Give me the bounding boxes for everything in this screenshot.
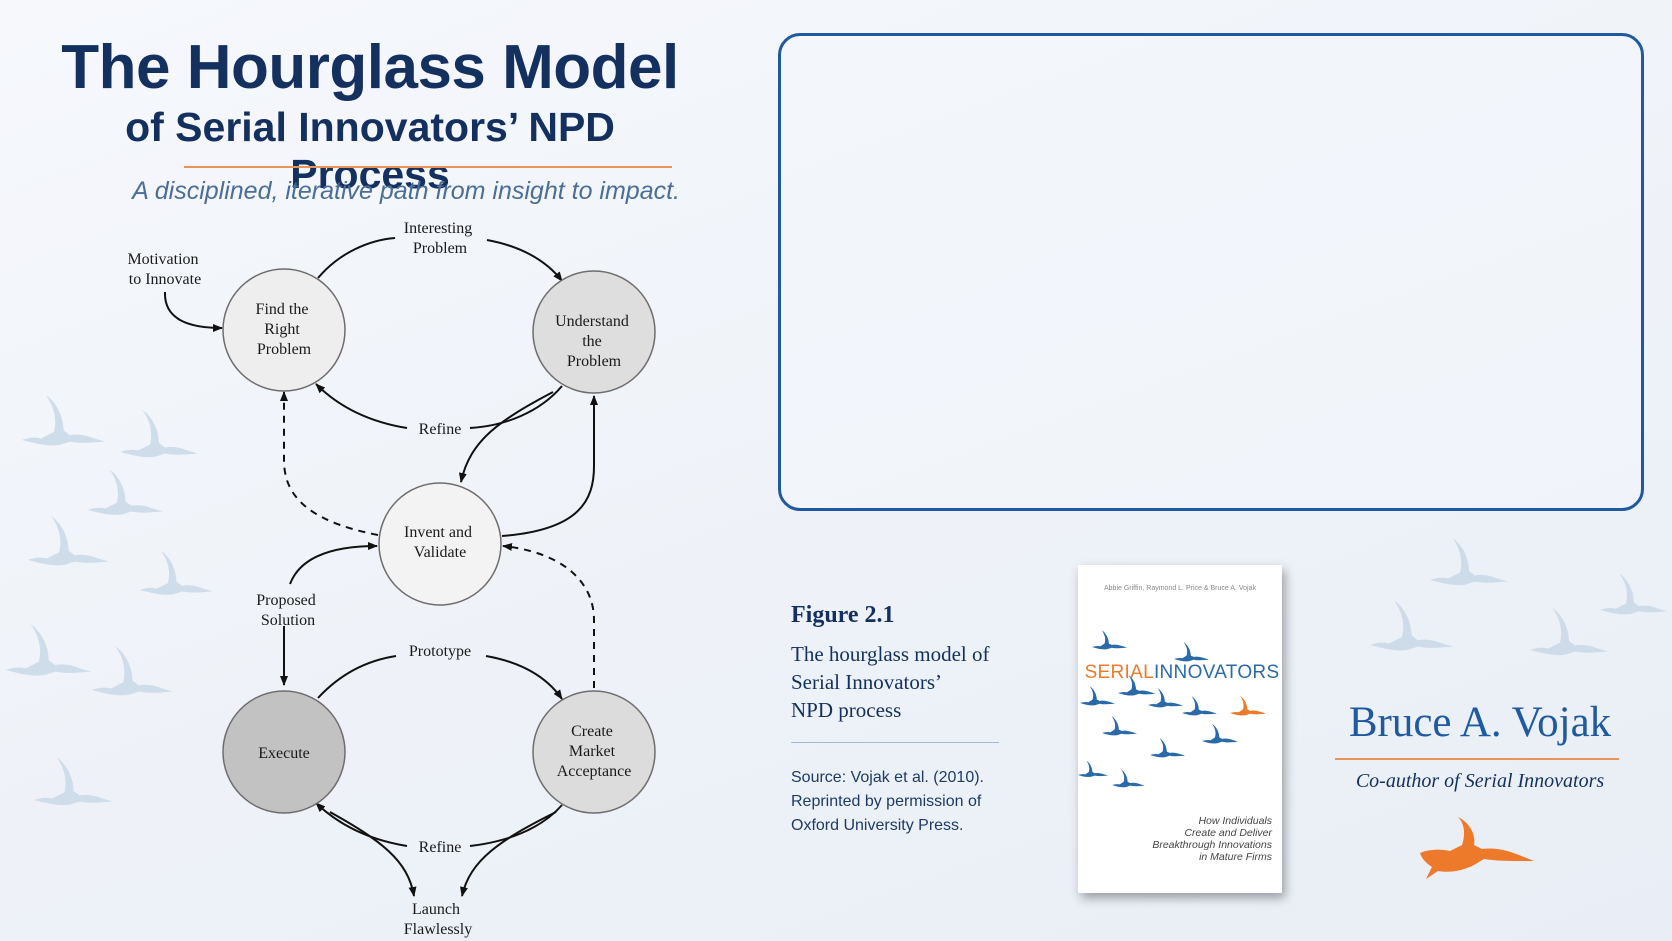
book-title: SERIALINNOVATORS [1084, 662, 1280, 684]
figure-source: Source: Vojak et al. (2010). Reprinted b… [791, 766, 1011, 838]
author-name: Bruce A. Vojak [1348, 699, 1612, 746]
book-title-part2: INNOVATORS [1153, 662, 1280, 683]
arrow-execute-to-prototype [317, 655, 397, 699]
figure-description-line: NPD process [791, 698, 902, 722]
arrow-refine-to-execute [315, 802, 408, 847]
crane-bird-icon [1112, 769, 1145, 788]
title-divider [184, 166, 672, 168]
tagline: A disciplined, iterative path from insig… [132, 177, 680, 205]
node-find-label-1: Find the [256, 301, 309, 318]
node-understand-problem [532, 270, 656, 394]
label-refine-top: Refine [419, 421, 462, 438]
svg-text:Launch Flawlessly: Launch Flawlessly [404, 901, 472, 938]
content-frame [778, 33, 1644, 511]
crane-bird-icon [1182, 696, 1217, 716]
arrow-invent-to-understand [501, 395, 598, 537]
crane-bird-icon [1092, 630, 1127, 650]
author-divider [1335, 758, 1619, 760]
label-proposed-2: Solution [261, 612, 315, 629]
crane-bird-icon [1600, 573, 1668, 615]
arrow-interesting-to-understand [486, 239, 563, 282]
book-title-part1: SERIAL [1084, 662, 1154, 683]
node-create-label-2: Market [569, 743, 616, 760]
book-subtitle: How Individuals Create and Deliver Break… [1152, 815, 1272, 863]
label-interesting-1: Interesting [404, 220, 472, 237]
book-authors: Abbie Griffin, Raymond L. Price & Bruce … [1103, 585, 1256, 592]
arrow-create-to-launch [460, 811, 557, 897]
node-understand-label-2: the [582, 333, 602, 350]
node-create-label-3: Acceptance [557, 763, 632, 780]
hourglass-diagram: Find the Right Problem Understand the Pr… [127, 220, 656, 938]
svg-text:Proposed Solution: Proposed Solution [256, 592, 320, 629]
source-label: Source: [791, 769, 847, 786]
label-refine-bottom: Refine [419, 839, 462, 856]
page-title: The Hourglass Model [61, 33, 679, 102]
book-cover: Abbie Griffin, Raymond L. Price & Bruce … [1078, 565, 1282, 893]
crane-bird-icon [1530, 608, 1608, 656]
node-execute-label: Execute [258, 745, 310, 762]
arrow-create-refine [469, 804, 563, 847]
author-role: Co-author of Serial Innovators [1355, 770, 1605, 792]
node-invent-label-1: Invent and [404, 524, 472, 541]
crane-bird-icon [1370, 600, 1454, 651]
svg-text:Motivation to Innovate: Motivation to Innovate [127, 251, 202, 288]
arrow-invent-to-find-dashed [280, 391, 379, 536]
node-find-right-problem [222, 268, 346, 392]
arrow-proposed-to-invent [289, 542, 378, 585]
figure-description-line: The hourglass model of [791, 642, 990, 666]
arrow-execute-to-launch [329, 811, 417, 897]
crane-bird-icon [1080, 686, 1115, 706]
node-create-label-1: Create [571, 723, 613, 740]
node-invent-validate [378, 482, 502, 606]
node-create-market-acceptance [532, 690, 656, 814]
node-find-label-2: Right [264, 321, 300, 338]
crane-bird-icon [1174, 642, 1209, 662]
label-launch-2: Flawlessly [404, 921, 472, 938]
label-proposed-1: Proposed [256, 592, 316, 609]
arrow-create-to-invent-dashed [502, 542, 595, 688]
figure-divider [791, 742, 999, 743]
arrow-understand-refine [469, 385, 563, 429]
label-motivation-2: to Innovate [129, 271, 201, 288]
page-subtitle: of Serial Innovators’ NPD Process [125, 104, 615, 197]
svg-text:Find the Right Problem: Find the Right Problem [256, 301, 313, 358]
arrow-understand-to-invent [458, 391, 554, 483]
svg-text:Interesting Problem: Interesting Problem [404, 220, 476, 257]
node-invent-label-2: Validate [414, 544, 466, 561]
label-launch-1: Launch [412, 901, 460, 918]
arrow-find-to-understand [317, 237, 396, 279]
crane-bird-icon [1430, 538, 1508, 586]
node-find-label-3: Problem [257, 341, 312, 358]
crane-bird-icon [1202, 723, 1238, 744]
arrow-refine-to-find [315, 383, 408, 429]
figure-label: Figure 2.1 [791, 602, 895, 628]
source-line: Reprinted by permission of [791, 793, 982, 810]
node-execute [222, 690, 346, 814]
figure-description-line: Serial Innovators’ [791, 670, 943, 694]
crane-bird-icon [1102, 716, 1137, 736]
orange-crane-icon [1230, 695, 1266, 716]
svg-text:Create Market Acceptan: Create Market Acceptance [557, 723, 632, 780]
svg-text:Execute: Execute [258, 745, 310, 762]
crane-bird-icon [1148, 688, 1183, 708]
node-understand-label-1: Understand [555, 313, 629, 330]
arrow-motivation-to-find [163, 291, 223, 332]
arrow-prototype-to-create [485, 655, 563, 700]
source-line: Vojak et al. (2010). [846, 769, 984, 786]
figure-description: The hourglass model of Serial Innovators… [791, 640, 1011, 724]
node-understand-label-3: Problem [567, 353, 622, 370]
source-line: Oxford University Press. [791, 817, 964, 834]
label-interesting-2: Problem [413, 240, 468, 257]
crane-bird-icon [1078, 760, 1108, 778]
crane-bird-icon [1150, 738, 1185, 758]
label-prototype: Prototype [409, 643, 471, 660]
orange-crane-icon [1420, 817, 1534, 879]
svg-text:Understand the Problem: Understand the Problem [555, 313, 633, 370]
label-motivation-1: Motivation [127, 251, 198, 268]
svg-text:Invent and Validate: Invent and Validate [404, 524, 476, 561]
